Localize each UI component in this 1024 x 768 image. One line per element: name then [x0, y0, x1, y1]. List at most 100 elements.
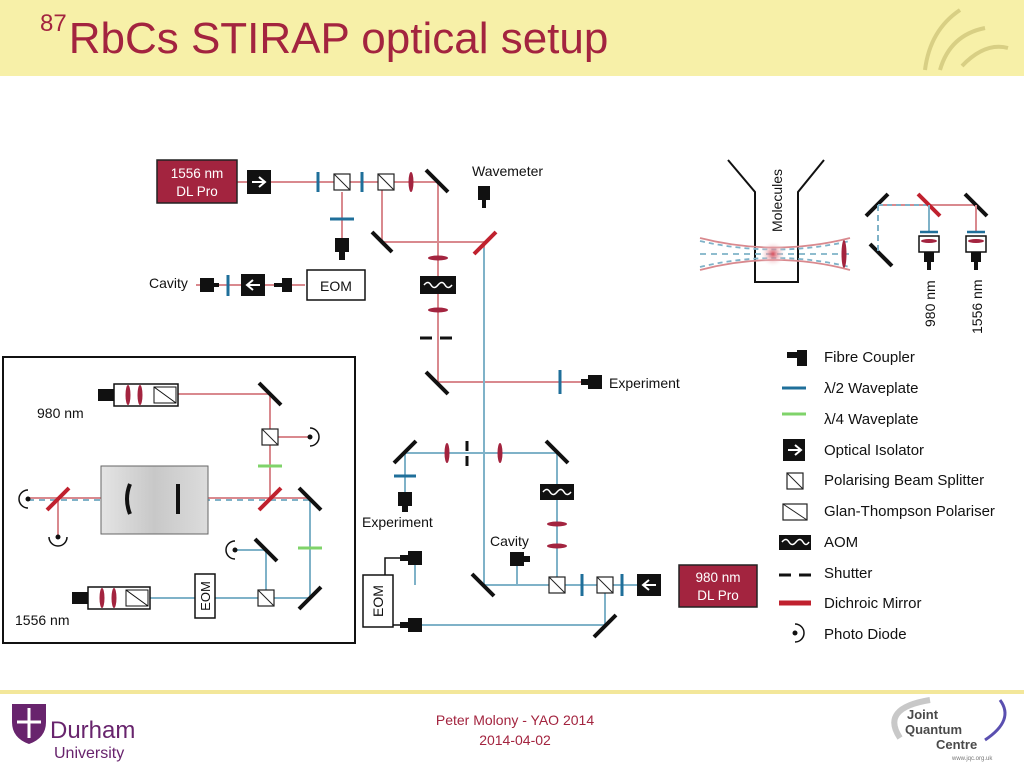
- lens-icon: [408, 172, 414, 192]
- fibre-coupler-icon: [400, 618, 422, 632]
- title-main: RbCs STIRAP optical setup: [68, 14, 609, 63]
- fibre-coupler-icon: [510, 552, 530, 566]
- beam-980-path: [404, 248, 640, 626]
- jqc-word-centre: Centre: [936, 737, 977, 752]
- mirror-icon: [592, 613, 618, 639]
- eom-top-label: EOM: [320, 278, 352, 294]
- fibre-launcher-980: [98, 383, 179, 407]
- dichroic-mirror-icon: [472, 230, 498, 256]
- polarising-beam-splitter-icon: [548, 576, 566, 594]
- durham-university-logo: Durham University: [12, 704, 135, 762]
- photo-diode-icon: [307, 427, 320, 447]
- legend-label-dichroic-mirror: Dichroic Mirror: [824, 595, 922, 612]
- legend-label-half-waveplate: λ/2 Waveplate: [824, 380, 919, 397]
- eom-box-top: [306, 269, 366, 301]
- lens-icon: [444, 443, 450, 463]
- laser-1556-label-2: DL Pro: [176, 184, 218, 199]
- inset-eom-label: EOM: [198, 581, 213, 611]
- polarising-beam-splitter-icon: [596, 576, 614, 594]
- vacuum-chamber: [727, 159, 825, 283]
- inset-1556-label: 1556 nm: [15, 612, 69, 628]
- lens-icon: [428, 307, 448, 313]
- legend-label-shutter: Shutter: [824, 565, 872, 582]
- jqc-url: www.jqc.org.uk: [951, 756, 993, 762]
- jqc-word-joint: Joint: [907, 707, 939, 722]
- aom-icon: [420, 276, 456, 294]
- mirror-icon: [392, 439, 418, 465]
- aom-icon: [540, 484, 574, 500]
- molecule-cloud: [760, 241, 786, 267]
- mirror-icon: [868, 242, 894, 268]
- eom-box-bottom: [362, 574, 394, 628]
- laser-980-box: [678, 564, 758, 608]
- mirror-icon: [257, 381, 283, 407]
- legend: [779, 350, 811, 643]
- mirror-icon: [470, 572, 496, 598]
- molecules-label: Molecules: [769, 169, 785, 232]
- experiment-top-label: Experiment: [609, 375, 680, 391]
- cavity-bottom-label: Cavity: [490, 533, 529, 549]
- mirror-icon: [544, 439, 570, 465]
- cavity-top-label: Cavity: [149, 275, 188, 291]
- lens-icon: [841, 240, 847, 268]
- beam-1556-label: 1556 nm: [969, 280, 985, 334]
- fibre-coupler-icon: [398, 492, 412, 512]
- mirror-icon: [297, 585, 323, 611]
- fibre-coupler-assembly-980: [918, 230, 940, 270]
- fibre-coupler-icon: [200, 278, 219, 292]
- optical-isolator-icon: [247, 170, 271, 194]
- eom-bottom-label: EOM: [370, 585, 386, 617]
- fibre-launcher-1556: [72, 586, 151, 610]
- footer-divider: [0, 690, 1024, 694]
- laser-980-label-1: 980 nm: [695, 570, 740, 585]
- optical-cavity: [100, 465, 209, 535]
- polarising-beam-splitter-icon: [261, 428, 279, 446]
- header-emblem: [923, 8, 1009, 71]
- laser-980-label-2: DL Pro: [697, 588, 739, 603]
- wavemeter-label: Wavemeter: [472, 163, 543, 179]
- polarising-beam-splitter-icon: [257, 589, 275, 607]
- optical-isolator-icon: [637, 574, 661, 596]
- legend-label-aom: AOM: [824, 534, 858, 551]
- legend-label-glan-thompson-polariser: Glan-Thompson Polariser: [824, 503, 995, 520]
- fibre-coupler-icon: [581, 375, 602, 389]
- fibre-coupler-icon: [274, 278, 292, 292]
- legend-label-fibre-coupler: Fibre Coupler: [824, 349, 915, 366]
- fibre-coupler-icon: [787, 350, 807, 366]
- title-bar: [0, 0, 1024, 76]
- legend-label-photo-diode: Photo Diode: [824, 626, 907, 643]
- laser-1556-label-1: 1556 nm: [171, 166, 224, 181]
- footer-date: 2014-04-02: [479, 732, 551, 748]
- lens-icon: [547, 521, 567, 527]
- fibre-coupler-icon: [400, 551, 422, 565]
- durham-university-wordmark: University: [54, 745, 124, 762]
- slide-title: 87RbCs STIRAP optical setup: [40, 10, 608, 64]
- durham-wordmark: Durham: [50, 717, 135, 744]
- inset-eom-box: [194, 573, 216, 619]
- legend-label-polarising-beam-splitter: Polarising Beam Splitter: [824, 472, 984, 489]
- photo-diode-icon: [18, 489, 31, 509]
- mirror-icon: [370, 230, 394, 254]
- mirror-icon: [424, 370, 450, 396]
- mirror-icon: [297, 486, 323, 512]
- beam-980-label: 980 nm: [922, 280, 938, 327]
- fibre-coupler-icon: [478, 186, 490, 208]
- aom-icon: [779, 535, 811, 550]
- optical-isolator-icon: [783, 439, 805, 461]
- polarising-beam-splitter-icon: [333, 173, 351, 191]
- cavity-mirror-curved: [125, 483, 132, 515]
- fibre-coupler-icon: [335, 238, 349, 260]
- lens-icon: [428, 255, 448, 261]
- dichroic-mirror-icon: [257, 486, 283, 512]
- photo-diode-icon: [225, 540, 238, 560]
- laser-1556-box: [156, 159, 238, 204]
- polarising-beam-splitter-icon: [786, 472, 804, 490]
- fibre-coupler-assembly-1556: [965, 230, 987, 270]
- dichroic-mirror-icon: [45, 486, 71, 512]
- optical-isolator-icon: [241, 274, 265, 296]
- legend-label-quarter-waveplate: λ/4 Waveplate: [824, 411, 919, 428]
- experiment-bottom-label: Experiment: [362, 514, 433, 530]
- inset-980-label: 980 nm: [37, 405, 84, 421]
